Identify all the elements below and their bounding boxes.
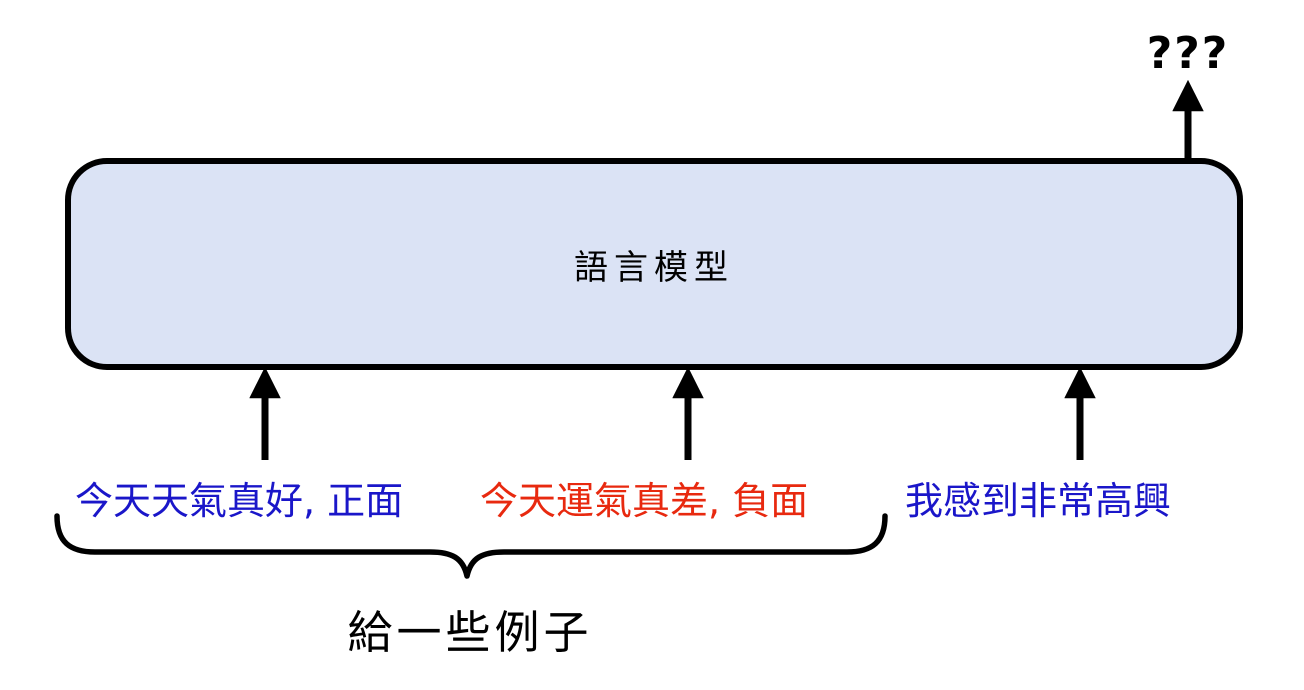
- underbrace: [54, 513, 888, 579]
- language-model-box: 語言模型: [65, 158, 1243, 370]
- example-positive-text: 今天天氣真好, 正面: [75, 479, 404, 523]
- query-text: 我感到非常高興: [905, 479, 1172, 523]
- model-label: 語言模型: [574, 247, 734, 288]
- example-negative-text: 今天運氣真差, 負面: [480, 479, 809, 523]
- output-placeholder: ???: [1146, 28, 1230, 79]
- brace-label: 給一些例子: [347, 606, 593, 659]
